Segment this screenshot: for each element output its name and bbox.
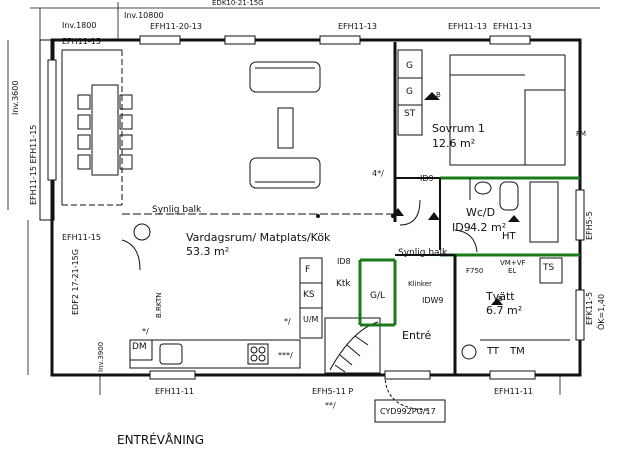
label-efh-top-right-a: EFH11-13 [448,22,487,31]
label-star-d: ***/ [278,351,293,360]
label-id8: ID8 [337,257,351,266]
label-tt: TT [487,346,500,357]
label-efh-left-lower: EFH11-15 [62,233,101,242]
label-edf2: EDF2 17-21-15G [71,249,80,315]
label-el: EL [508,267,517,275]
label-efk11-5: EFK11-5 [585,291,594,325]
label-balk-b: B [436,91,441,99]
label-efh5-5: EFH5-5 [585,211,594,240]
label-cyd: CYD992PG/17 [380,407,436,416]
label-g1: G [406,87,413,97]
label-gl: G/L [370,291,386,301]
label-f750: F750 [466,267,484,275]
label-tm: TM [510,346,525,357]
label-vmvf: VM+VF [500,259,526,267]
label-um: U/M [303,315,319,324]
label-klinker: Klinker [408,280,432,288]
label-inv3600: Inv.3600 [11,80,20,115]
label-b-rktn: B.RKTN [155,292,163,318]
label-room-b: B [498,295,503,303]
label-efh-bottom-right: EFH11-11 [494,387,533,396]
label-g2: G [406,61,413,71]
label-efh-20-13: EFH11-20-13 [150,22,202,31]
room-tvatt-area: 6.7 m² [486,304,523,317]
page-title: ENTRÉVÅNING [117,433,205,447]
label-synlig-balk-1: Synlig balk [152,205,202,215]
room-sovrum-name: Sovrum 1 [432,122,485,135]
label-edk-top: EDK10-21-15G [212,0,264,7]
label-ks: KS [303,290,315,300]
label-ts: TS [543,263,555,273]
label-fm: FM [576,130,587,138]
label-star-star: **/ [325,401,336,410]
label-star-b: */ [142,327,149,336]
room-vardagsrum-area: 53.3 m² [186,245,230,258]
room-wc-id: ID9 [452,221,471,234]
room-entre-name: Entré [402,329,432,342]
label-efh-top-left: EFH11-15 [62,37,101,46]
label-inv3900: Inv.3900 [97,341,105,372]
room-tvatt-name: Tvätt [486,290,515,303]
room-wc-name: Wc/D [466,206,496,219]
label-inv10800: Inv.10800 [124,11,164,20]
label-efh-top-right-b: EFH11-13 [493,22,532,31]
label-id9-top: ID9 [420,174,434,183]
label-st: ST [404,109,416,119]
label-ktk: Ktk [336,279,351,289]
label-efh-top-mid: EFH11-13 [338,22,377,31]
label-efh-bottom-left: EFH11-11 [155,387,194,396]
room-wc-area: 4.2 m² [470,221,507,234]
label-ok: ÖK=1,40 [597,293,606,330]
label-efh-left-vert: EFH11-15 EFH11-15 [29,124,38,205]
label-id9-bottom: IDW9 [422,296,444,305]
label-ht: HT [502,231,516,242]
label-dm: DM [132,342,147,352]
label-f: F [305,265,311,275]
label-inv1800: Inv.1800 [62,21,97,30]
label-efh-bottom-mid: EFH5-11 P [312,387,354,396]
label-synlig-balk-2: Synlig balk [398,248,448,258]
room-sovrum-area: 12.6 m² [432,137,476,150]
label-star-a: 4*/ [372,169,384,178]
label-star-c: */ [284,317,291,326]
room-vardagsrum-name: Vardagsrum/ Matplats/Kök [186,231,331,244]
